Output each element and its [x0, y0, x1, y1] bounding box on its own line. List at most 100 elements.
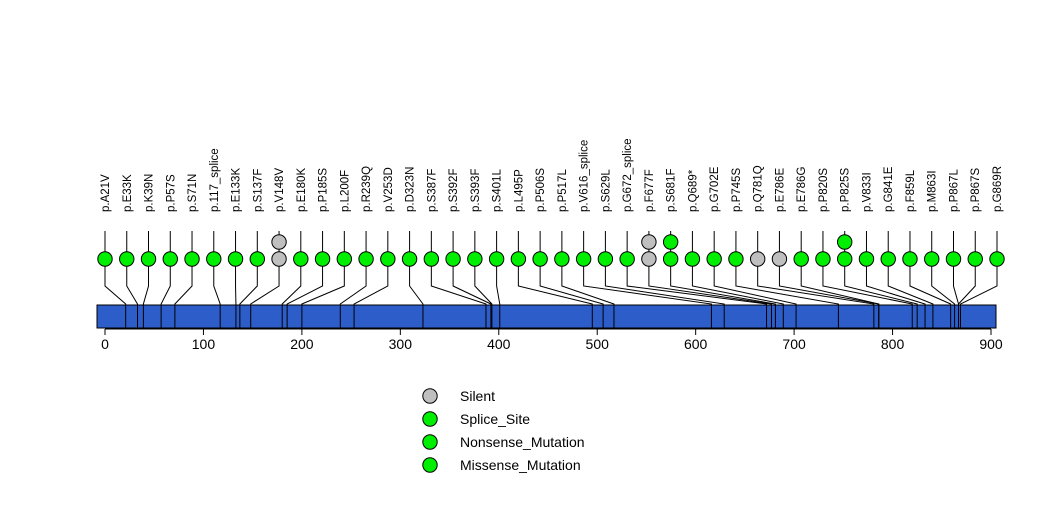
mutation-marker-missense_mutation[interactable] — [924, 251, 940, 267]
mutation-marker-missense_mutation[interactable] — [858, 251, 875, 267]
mutation-marker-missense_mutation[interactable] — [989, 251, 1005, 267]
mutation-marker-splice_site[interactable] — [575, 251, 592, 267]
mutation-marker-missense_mutation[interactable] — [815, 251, 831, 267]
mutation-marker-missense_mutation[interactable] — [837, 234, 853, 250]
mutation-marker-missense_mutation[interactable] — [967, 251, 983, 267]
mutation-marker-missense_mutation[interactable] — [140, 251, 157, 267]
mutation-label: p.E180K — [296, 168, 308, 212]
x-axis-tick-label: 600 — [684, 336, 708, 352]
mutation-marker-missense_mutation[interactable] — [358, 251, 374, 267]
mutation-label: p.P517L — [557, 169, 569, 212]
legend-swatch-missense_mutation — [422, 457, 438, 473]
x-axis-tick-label: 200 — [290, 336, 314, 352]
mutation-marker-missense_mutation[interactable] — [945, 251, 962, 267]
mutation-marker-silent[interactable] — [771, 251, 788, 267]
connector-line — [281, 266, 302, 305]
mutation-marker-missense_mutation[interactable] — [728, 251, 744, 267]
connector-line — [844, 266, 918, 305]
mutation-marker-missense_mutation[interactable] — [488, 251, 505, 267]
connector-line — [604, 266, 725, 305]
mutation-marker-missense_mutation[interactable] — [662, 234, 679, 250]
mutation-label: p.S71N — [187, 174, 199, 212]
mutation-marker-silent[interactable] — [641, 251, 657, 267]
mutation-label: p.P185S — [318, 168, 330, 212]
mutation-label: p.S387F — [426, 169, 438, 212]
connector-line — [496, 266, 501, 305]
connector-line — [430, 266, 487, 305]
legend-swatch-splice_site — [422, 411, 438, 427]
connector-line — [648, 266, 772, 305]
mutation-marker-silent[interactable] — [271, 251, 287, 267]
connector-line — [959, 266, 998, 305]
mutation-marker-missense_mutation[interactable] — [706, 251, 722, 267]
mutation-label: p.G702E — [709, 166, 721, 212]
mutation-label: p.K39N — [144, 174, 156, 212]
connector-line — [517, 266, 593, 305]
mutation-marker-missense_mutation[interactable] — [554, 251, 570, 267]
legend-swatch-nonsense_mutation — [422, 434, 438, 450]
connector-line — [778, 266, 880, 305]
mutation-marker-missense_mutation[interactable] — [314, 251, 331, 267]
connector-line — [301, 266, 345, 305]
mutation-label: p.V253D — [383, 167, 395, 212]
connector-line — [126, 266, 138, 305]
x-axis-tick-label: 800 — [881, 336, 905, 352]
mutation-marker-missense_mutation[interactable] — [467, 251, 483, 267]
mutation-marker-silent[interactable] — [749, 251, 766, 267]
x-axis-tick-label: 100 — [192, 336, 216, 352]
x-axis-tick-label: 700 — [782, 336, 806, 352]
mutation-marker-missense_mutation[interactable] — [336, 251, 353, 267]
legend-swatch-silent — [422, 388, 438, 404]
mutation-marker-missense_mutation[interactable] — [401, 251, 418, 267]
mutation-marker-splice_site[interactable] — [206, 251, 222, 267]
mutation-marker-silent[interactable] — [641, 234, 657, 250]
mutation-label: p.A21V — [100, 174, 112, 212]
mutation-marker-missense_mutation[interactable] — [162, 251, 178, 267]
mutation-marker-missense_mutation[interactable] — [423, 251, 440, 267]
mutation-marker-missense_mutation[interactable] — [793, 251, 809, 267]
mutation-marker-missense_mutation[interactable] — [227, 251, 244, 267]
x-axis-tick-label: 400 — [487, 336, 511, 352]
connector-line — [952, 266, 960, 305]
mutation-label: p.S681F — [666, 169, 678, 212]
mutation-label: p.L495P — [513, 169, 525, 212]
mutation-marker-splice_site[interactable] — [619, 251, 635, 267]
mutation-label: p.P745S — [731, 168, 743, 212]
mutation-label: p.S393F — [470, 169, 482, 212]
mutation-marker-silent[interactable] — [271, 234, 287, 250]
connector-line — [474, 266, 493, 305]
mutation-marker-missense_mutation[interactable] — [119, 251, 135, 267]
mutation-marker-missense_mutation[interactable] — [184, 251, 200, 267]
mutation-marker-missense_mutation[interactable] — [662, 251, 679, 267]
mutation-marker-missense_mutation[interactable] — [880, 251, 896, 267]
connector-line — [909, 266, 952, 305]
mutation-label: p.G672_splice — [622, 138, 634, 212]
mutation-marker-missense_mutation[interactable] — [532, 251, 548, 267]
mutation-marker-missense_mutation[interactable] — [837, 251, 853, 267]
mutation-marker-missense_mutation[interactable] — [510, 251, 527, 267]
legend-label-nonsense_mutation: Nonsense_Mutation — [460, 434, 585, 450]
connector-line — [142, 266, 150, 305]
mutation-label: p.V148V — [274, 168, 286, 212]
mutation-label: p.P867L — [948, 169, 960, 212]
mutation-marker-missense_mutation[interactable] — [293, 251, 309, 267]
protein-backbone-bar — [96, 304, 997, 329]
mutation-marker-missense_mutation[interactable] — [597, 251, 614, 267]
connector-line — [958, 266, 976, 305]
mutation-marker-missense_mutation[interactable] — [249, 251, 265, 267]
connector-line — [286, 266, 324, 305]
mutation-label: p.P57S — [165, 174, 177, 212]
mutation-label: p.R239Q — [361, 166, 373, 212]
mutation-marker-missense_mutation[interactable] — [902, 251, 918, 267]
connector-line — [353, 266, 389, 305]
mutation-label: p.G869R — [992, 166, 1004, 212]
mutation-marker-nonsense_mutation[interactable] — [684, 251, 701, 267]
mutation-label: p.Q689* — [687, 169, 699, 212]
mutation-marker-missense_mutation[interactable] — [97, 251, 113, 267]
position-ticks-group — [125, 305, 961, 328]
mutation-marker-missense_mutation[interactable] — [445, 251, 461, 267]
mutation-marker-missense_mutation[interactable] — [380, 251, 396, 267]
